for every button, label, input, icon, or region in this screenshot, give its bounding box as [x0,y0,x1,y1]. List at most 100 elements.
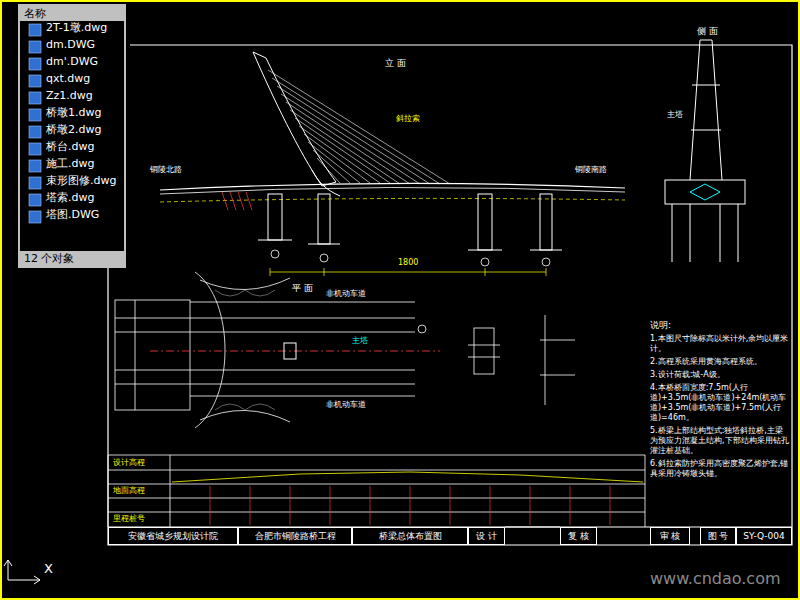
elevation-view [270,268,271,276]
plan-view [540,375,575,376]
plan-view [200,410,290,422]
title-block-text: 复 核 [568,531,589,542]
elevation-view [268,194,282,240]
side-view [665,180,745,204]
profile-table [108,484,645,485]
watermark: www.cndao.com [650,570,781,588]
file-panel-ground [29,41,41,53]
file-panel-ground [29,143,41,155]
elevation-view [318,194,330,244]
lane-name: 非机动车道 [326,400,366,409]
plan-view [115,318,190,319]
elevation-view [238,192,244,210]
elevation-view [313,150,350,183]
profile-table [108,455,109,527]
profile-table [210,486,610,525]
plan-view [284,343,296,359]
elevation-view [160,187,625,194]
profile-table [172,472,643,482]
title-block-cell: 审 核 [650,527,690,545]
file-name: 桥墩1.dwg [46,107,101,120]
plan-view [545,315,546,405]
note-text: 4.本桥桥面宽度:7.5m(人行道)+3.5m(非机动车道)+24m(机动车道)… [650,383,790,423]
title-block-cell: 图 号 [700,527,736,545]
plan-view [135,300,136,410]
side-view [665,40,745,262]
sheet-frame [505,526,560,527]
view-title: 侧 面 [697,26,718,36]
elevation-view [468,250,502,251]
file-panel-ground [18,4,126,268]
dimension: 1800 [398,258,418,267]
elevation-view [312,170,340,196]
profile-table [410,486,411,525]
elevation-view [295,118,390,183]
profile-table [450,486,451,525]
file-panel-ground [29,160,41,172]
plan-view [215,290,275,410]
road-name: 铜陵南路 [575,165,607,174]
side-view [691,130,721,131]
ucs-icon [8,560,9,580]
plan-view [115,384,190,385]
plan-view [190,302,415,303]
note-text: 1.本图尺寸除标高以米计外,余均以厘米计。 [650,334,790,354]
file-name: qxt.dwg [46,73,90,86]
plan-view [418,325,426,333]
plan-view [190,332,415,333]
elevation-view [481,258,489,266]
notes-column: 1.本图尺寸除标高以米计外,余均以厘米计。2.高程系统采用黄海高程系统。3.设计… [650,334,790,482]
title-block-text: SY-Q-004 [743,531,784,542]
table-row-head: 里程桩号 [113,514,145,523]
view-title: 立 面 [385,58,406,68]
title-block-cell: 安徽省城乡规划设计院 [108,527,238,545]
elevation-view [286,102,410,184]
title-block-text: 合肥市铜陵路桥工程 [255,531,336,542]
file-panel-ground [29,109,41,121]
elevation-view [324,268,325,276]
elevation-view [222,192,252,210]
file-name: 塔索.dwg [46,192,94,205]
file-name: 束形图修.dwg [46,175,116,188]
title-block-cell: 合肥市铜陵路桥工程 [238,527,352,545]
note-text: 2.高程系统采用黄海高程系统。 [650,357,790,367]
ucs-icon [8,580,40,581]
elevation-view [546,268,547,276]
elevation-view [258,194,562,250]
plan-view [245,290,275,296]
elevation-view [542,258,550,266]
elevation-view [478,194,492,250]
elevation-view [270,272,546,273]
title-block-text: 设 计 [476,531,497,542]
view-title: 平 面 [292,283,313,293]
title-block-text: 桥梁总体布置图 [379,531,442,542]
plan-view [200,278,290,290]
lane-name: 非机动车道 [326,289,366,298]
file-name: 施工.dwg [46,158,94,171]
plan-view [115,370,190,371]
plan-view [540,340,575,341]
file-name: dm.DWG [46,39,95,52]
file-name: Zz1.dwg [46,90,93,103]
note-text: 6.斜拉索防护采用高密度聚乙烯护套,锚具采用冷铸墩头锚。 [650,459,790,479]
profile-table [170,455,171,527]
file-name: 2T-1墩.dwg [46,22,107,35]
file-panel-ground [29,126,41,138]
profile-table [490,486,491,525]
profile-table [108,455,645,527]
elevation-view [540,194,552,250]
plan-view [215,404,245,410]
side-view [690,184,720,200]
plan-view [245,404,275,410]
plan-view [195,272,225,428]
file-name: 塔图.DWG [46,209,99,222]
profile-table [570,486,571,525]
plan-view [468,357,500,358]
file-panel-ground [29,24,41,223]
profile-table [290,486,291,525]
plan-view [115,332,190,333]
elevation-view [299,126,380,183]
table-row-head: 设计高程 [113,458,145,467]
